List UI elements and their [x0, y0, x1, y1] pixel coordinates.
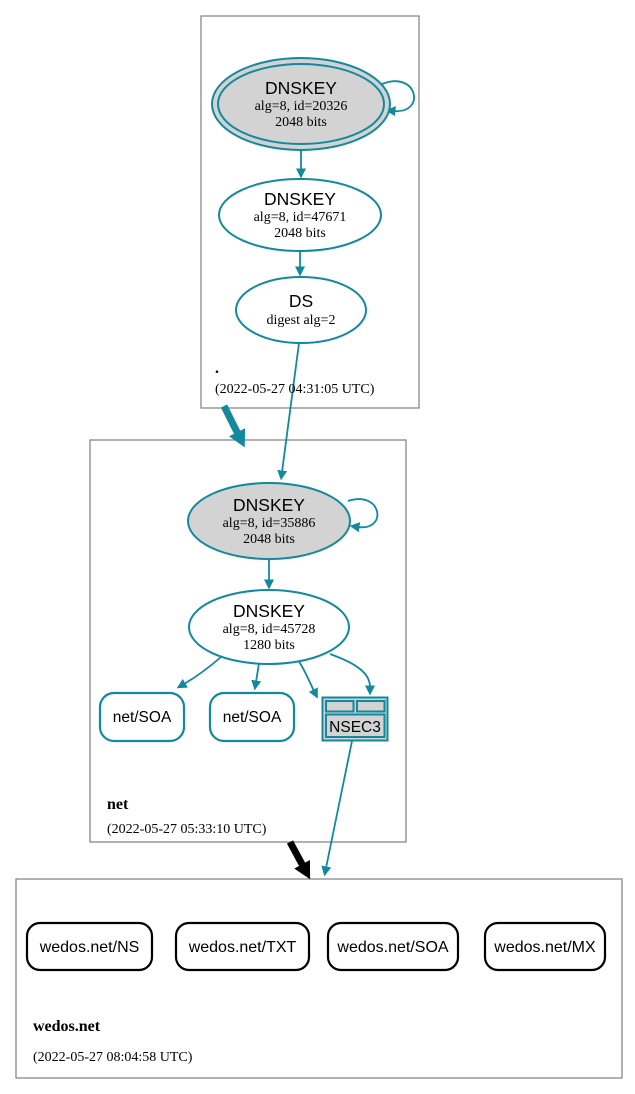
- edge-net-zsk-to-soa-right: [251, 662, 262, 691]
- net-zsk-type: DNSKEY: [233, 601, 305, 621]
- wedos-txt-label: wedos.net/TXT: [188, 939, 297, 956]
- zone-label-net: net: [107, 796, 129, 813]
- node-wedos-txt[interactable]: wedos.net/TXT: [174, 921, 311, 972]
- root-ds-ellipse[interactable]: [235, 276, 367, 344]
- net-ksk-type: DNSKEY: [233, 495, 305, 515]
- root-ds-detail1: digest alg=2: [267, 313, 336, 328]
- wedos-ns-label: wedos.net/NS: [39, 939, 140, 956]
- edge-net-ksk-selfloop: [347, 498, 379, 533]
- root-ksk-inner-ellipse: [217, 63, 385, 145]
- node-root-ksk-dnskey[interactable]: DNSKEY alg=8, id=20326 2048 bits: [211, 57, 391, 151]
- edge-net-zsk-to-nsec3-left: [297, 659, 318, 699]
- edge-ds-to-net-ksk: [277, 342, 300, 481]
- net-soa-right-label: net/SOA: [223, 709, 282, 726]
- edge-nsec3-to-wedos: [321, 740, 353, 877]
- wedos-mx-rect[interactable]: [483, 921, 607, 972]
- net-soa-left-label: net/SOA: [113, 709, 172, 726]
- edge-net-zsk-to-soa-left: [176, 656, 222, 689]
- root-zsk-type: DNSKEY: [264, 189, 336, 209]
- net-ksk-detail2: 2048 bits: [243, 532, 295, 547]
- root-zsk-detail1: alg=8, id=47671: [254, 210, 347, 225]
- node-wedos-ns[interactable]: wedos.net/NS: [25, 921, 154, 972]
- wedos-ns-rect[interactable]: [25, 921, 154, 972]
- node-root-zsk-dnskey[interactable]: DNSKEY alg=8, id=47671 2048 bits: [218, 178, 382, 252]
- node-wedos-soa[interactable]: wedos.net/SOA: [326, 921, 460, 972]
- node-net-soa-right[interactable]: net/SOA: [208, 691, 296, 743]
- wedos-soa-rect[interactable]: [326, 921, 460, 972]
- net-ksk-detail1: alg=8, id=35886: [223, 516, 316, 531]
- wedos-txt-rect[interactable]: [174, 921, 311, 972]
- nsec3-cell-label: [325, 713, 386, 738]
- net-zsk-detail2: 1280 bits: [243, 638, 295, 653]
- node-wedos-mx[interactable]: wedos.net/MX: [483, 921, 607, 972]
- zone-timestamp-wedos: (2022-05-27 08:04:58 UTC): [33, 1050, 193, 1065]
- root-ksk-outer-ellipse[interactable]: [211, 57, 391, 151]
- root-ksk-type: DNSKEY: [265, 78, 337, 98]
- zone-label-wedos: wedos.net: [33, 1018, 101, 1035]
- node-net-nsec3[interactable]: NSEC3: [321, 696, 389, 742]
- nsec3-cell-left: [325, 700, 355, 713]
- edge-delegation-root-to-net: [220, 404, 246, 448]
- nsec3-cell-right: [356, 700, 386, 713]
- zone-label-root: .: [215, 360, 219, 377]
- node-net-soa-left[interactable]: net/SOA: [98, 691, 186, 743]
- root-zsk-ellipse[interactable]: [218, 178, 382, 252]
- root-ksk-detail1: alg=8, id=20326: [255, 99, 348, 114]
- zone-box-wedos: [15, 878, 623, 1079]
- zone-timestamp-net: (2022-05-27 05:33:10 UTC): [107, 822, 267, 837]
- wedos-mx-label: wedos.net/MX: [493, 939, 596, 956]
- wedos-soa-label: wedos.net/SOA: [336, 939, 449, 956]
- net-soa-right-rect[interactable]: [208, 691, 296, 743]
- node-net-ksk-dnskey[interactable]: DNSKEY alg=8, id=35886 2048 bits: [187, 482, 351, 560]
- net-zsk-detail1: alg=8, id=45728: [223, 622, 316, 637]
- net-zsk-ellipse[interactable]: [188, 589, 350, 665]
- edge-delegation-net-to-wedos: [286, 840, 311, 880]
- node-net-zsk-dnskey[interactable]: DNSKEY alg=8, id=45728 1280 bits: [188, 589, 350, 665]
- net-ksk-ellipse[interactable]: [187, 482, 351, 560]
- root-ksk-detail2: 2048 bits: [275, 115, 327, 130]
- edge-net-zsk-to-nsec3-right: [329, 653, 375, 696]
- zone-timestamp-root: (2022-05-27 04:31:05 UTC): [215, 382, 375, 397]
- root-zsk-detail2: 2048 bits: [274, 226, 326, 241]
- node-root-ds[interactable]: DS digest alg=2: [235, 276, 367, 344]
- edge-root-ksk-selfloop: [381, 80, 415, 117]
- root-ds-type: DS: [289, 291, 313, 311]
- nsec3-label: NSEC3: [329, 719, 381, 736]
- net-soa-left-rect[interactable]: [98, 691, 186, 743]
